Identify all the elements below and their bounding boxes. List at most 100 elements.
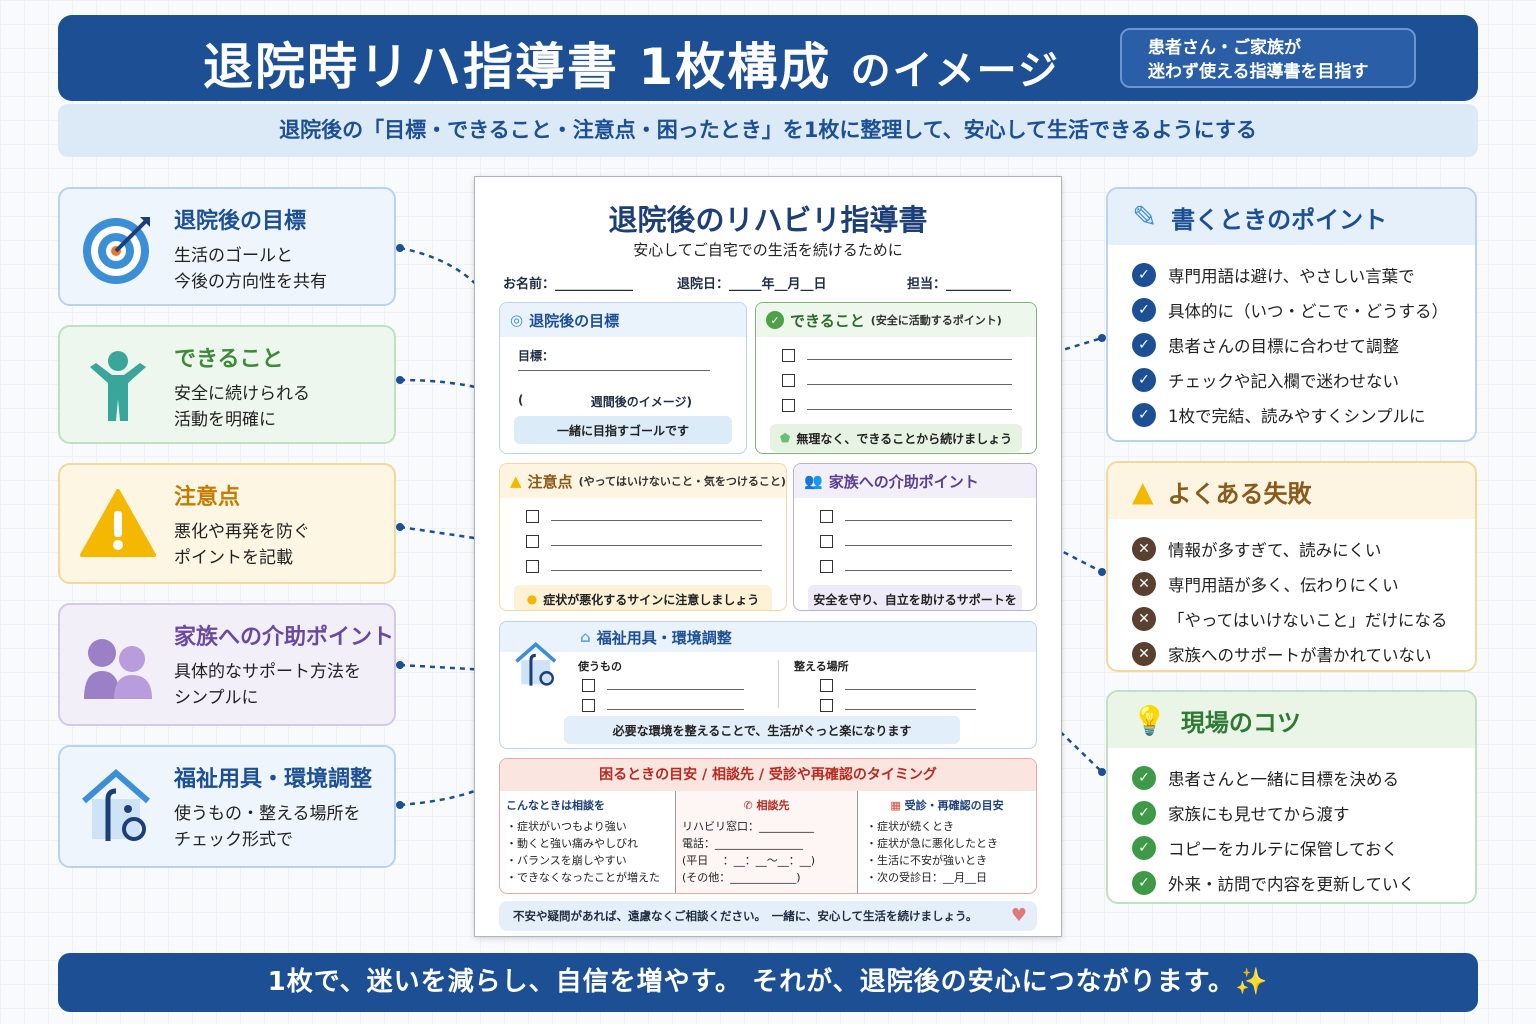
section-title: 注意点 [527,472,573,491]
use-label: 使うもの [578,660,622,673]
checkbox-row[interactable] [500,504,786,529]
house-wheelchair-icon [82,769,150,841]
document-subtitle: 安心してご自宅での生活を続けるために [633,241,903,259]
card-title: 退院後の目標 [174,209,307,234]
weeks-field[interactable]: (週間後のイメージ) [518,393,692,409]
checkbox-row[interactable] [756,368,1036,393]
list-item: ✓1枚で完結、読みやすくシンプルに [1132,397,1475,432]
person-icon [90,351,146,421]
checkbox-row[interactable] [794,504,1036,529]
card-desc: 今後の方向性を共有 [174,272,327,292]
family-note: 安全を守り、自立を助けるサポートを [808,585,1022,610]
checkbox-row[interactable] [794,695,1000,715]
list-item: ✓チェックや記入欄で迷わせない [1132,362,1475,397]
checkbox-row[interactable] [578,675,768,695]
card-common-mistakes: ▲ よくある失敗 ✕ 情報が多すぎて、読みにくい ✕ 専門用語が多く、伝わりにくい ✕ 「や… [1106,461,1477,672]
can-do-section: ✓できること(安全に活動するポイント) ⬟無理なく、できることから続けましょう [755,302,1037,454]
list-item-text: 1枚で完結、読みやすくシンプルに [1168,406,1426,426]
goal-label: 目標： [518,349,555,363]
discharge-date-field[interactable]: 退院日：_____年__月__日 [677,277,827,292]
checkbox-row[interactable] [500,554,786,579]
warning-icon: ▲ [1132,474,1154,508]
phone-field[interactable]: 電話：________________ [682,837,803,850]
caution-note: 症状が悪化するサインに注意しましょう [543,592,760,607]
card-title: 注意点 [174,485,241,510]
goal-input-line[interactable] [518,370,710,371]
family-icon: 👥 [804,472,823,490]
warning-icon: ▲ [510,472,522,490]
phone-icon: ✆ [743,799,753,812]
card-equipment: 福祉用具・環境調整 使うもの・整える場所をチェック形式で [58,745,396,868]
checkbox-row[interactable] [794,554,1036,579]
place-label: 整える場所 [794,660,849,673]
list-item-text: 情報が多すぎて、読みにくい [1168,540,1382,560]
list-item-text: 外来・訪問で内容を更新していく [1168,874,1416,894]
list-item: ✓家族にも見せてから渡す [1132,795,1475,830]
checkbox-row[interactable] [794,529,1036,554]
contact-column: ✆ 相談先リハビリ窓口：__________電話：_______________… [676,791,858,893]
equipment-note: 必要な環境を整えることで、生活がぐっと楽になります [564,716,960,744]
section-subtitle: (やってはいけないこと・気をつけること) [578,475,786,488]
card-title: 現場のコツ [1180,708,1301,737]
list-item: ✓患者さんの目標に合わせて調整 [1132,327,1475,362]
checkbox-row[interactable] [756,393,1036,418]
weekday-hours-field[interactable]: (平日 ：__：__〜__：__) [682,854,816,867]
card-desc: 悪化や再発を防ぐ [174,522,310,542]
list-item-text: 「やってはいけないこと」だけになる [1168,610,1448,630]
name-field[interactable]: お名前：____________ [503,277,634,292]
list-item-text: チェックや記入欄で迷わせない [1168,371,1399,391]
list-item-text: 患者さんと一緒に目標を決める [1168,769,1399,789]
list-item-text: コピーをカルテに保管しておく [1168,839,1399,859]
list-item: ✕ 家族へのサポートが書かれていない [1132,636,1475,670]
page-title: 退院時リハ指導書 1枚構成 のイメージ [203,38,1060,96]
check-circle-icon: ✓ [1132,765,1156,790]
trouble-section: 困るときの目安 / 相談先 / 受診や再確認のタイミング こんなときは相談を・症… [499,758,1037,894]
card-can-do: できること 安全に続けられる活動を明確に [58,325,396,444]
section-title: 困るときの目安 / 相談先 / 受診や再確認のタイミング [500,759,1036,791]
card-desc: シンプルに [174,688,259,708]
footer-banner: 1枚で、迷いを減らし、自信を増やす。 それが、退院後の安心につながります。✨ [58,953,1478,1012]
card-desc: チェック形式で [174,830,293,850]
goal-note: 一緒に目指すゴールです [514,416,732,444]
card-title: 書くときのポイント [1171,205,1388,234]
card-desc: 使うもの・整える場所を [174,804,361,824]
consult-when-column: こんなときは相談を・症状がいつもより強い・動くと強い痛みやしびれ・バランスを崩し… [500,791,676,893]
check-circle-icon: ✓ [1132,800,1156,825]
card-desc: 生活のゴールと [174,246,293,266]
checkbox-row[interactable] [500,529,786,554]
sprout-icon: ⬟ [779,431,791,445]
x-circle-icon: ✕ [1132,536,1156,561]
x-circle-icon: ✕ [1132,571,1156,596]
other-field[interactable]: (その他：____________) [682,871,801,884]
checkbox-row[interactable] [756,343,1036,368]
list-item-text: 専門用語が多く、伝わりにくい [1168,575,1399,595]
list-item: ✓ コピーをカルテに保管しておく [1132,830,1475,865]
rehab-desk-field[interactable]: リハビリ窓口：__________ [682,820,814,833]
check-circle-icon: ✓ [1132,297,1156,322]
check-circle-icon: ✓ [1132,262,1156,287]
section-subtitle: (安全に活動するポイント) [870,314,1002,327]
x-circle-icon: ✕ [1132,641,1156,666]
check-circle-icon: ✓ [1132,835,1156,860]
check-circle-icon: ✓ [1132,870,1156,895]
target-icon [83,217,150,284]
goal-section: ◎退院後の目標 目標： (週間後のイメージ) 一緒に目指すゴールです [499,302,747,454]
checkbox-row[interactable] [794,675,1000,695]
list-item: ✓専門用語は避け、やさしい言葉で [1132,257,1475,292]
header-banner: 退院時リハ指導書 1枚構成 のイメージ 患者さん・ご家族が迷わず使える指導書を目… [58,15,1478,101]
check-circle-icon: ✓ [1132,332,1156,357]
house-icon: ⌂ [580,628,591,646]
card-title: よくある失敗 [1167,479,1312,508]
staff-field[interactable]: 担当：__________ [907,277,1012,292]
list-item-text: 具体的に（いつ・どこで・どうする） [1168,301,1449,321]
section-title: できること [790,311,865,330]
house-wheelchair-icon [515,642,557,686]
list-item-text: 家族へのサポートが書かれていない [1168,645,1432,665]
card-writing-points: ✎書くときのポイント ✓専門用語は避け、やさしい言葉で✓具体的に（いつ・どこで・… [1106,187,1477,442]
section-title: 家族への介助ポイント [828,472,979,491]
checkbox-row[interactable] [578,695,768,715]
check-circle-icon: ✓ [766,311,784,329]
heart-icon: ♥ [1010,905,1027,926]
revisit-column: ▦ 受診・再確認の目安・症状が続くとき・症状が急に悪化したとき・生活に不安が強い… [866,799,1004,884]
card-desc: 活動を明確に [174,410,276,430]
